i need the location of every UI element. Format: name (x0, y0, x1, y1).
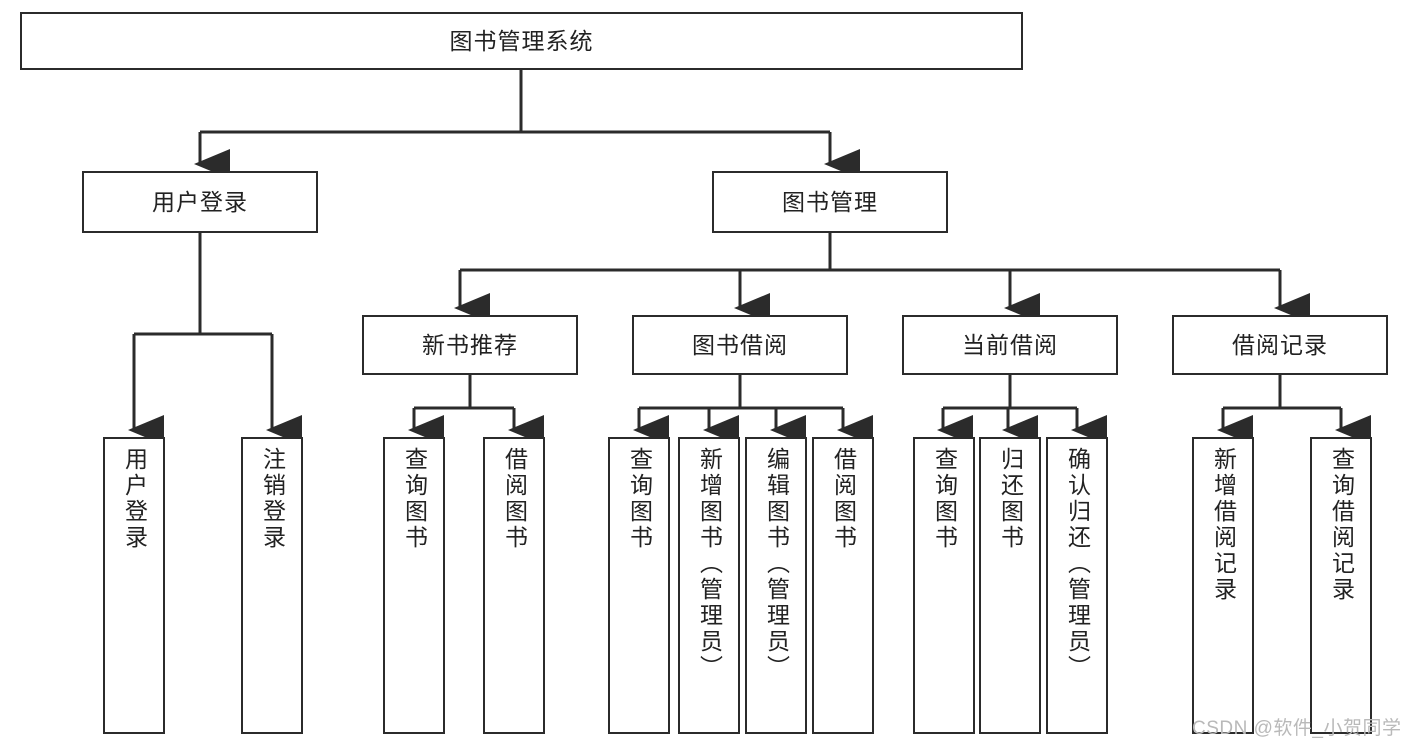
node-label: 查询图书 (626, 447, 653, 551)
node-book-management[interactable]: 图书管理 (712, 171, 948, 233)
node-label: 用户登录 (121, 447, 148, 551)
node-leaf-add-book[interactable]: 新增图书（管理员） (678, 437, 740, 734)
node-label: 查询图书 (401, 447, 428, 551)
node-label: 当前借阅 (962, 331, 1058, 358)
node-label: 新增图书（管理员） (696, 447, 723, 681)
node-label: 借阅记录 (1232, 331, 1328, 358)
node-label: 借阅图书 (830, 447, 857, 551)
node-label: 查询图书 (931, 447, 958, 551)
node-borrow-record[interactable]: 借阅记录 (1172, 315, 1388, 375)
node-label: 用户登录 (152, 188, 248, 215)
node-label: 查询借阅记录 (1328, 447, 1355, 603)
node-label: 注销登录 (259, 447, 286, 551)
node-book-borrow[interactable]: 图书借阅 (632, 315, 848, 375)
node-label: 新增借阅记录 (1210, 447, 1237, 603)
node-label: 图书管理系统 (449, 27, 594, 54)
node-leaf-query-book-2[interactable]: 查询图书 (608, 437, 670, 734)
node-leaf-edit-book[interactable]: 编辑图书（管理员） (745, 437, 807, 734)
node-label: 图书管理 (782, 188, 878, 215)
node-current-borrow[interactable]: 当前借阅 (902, 315, 1118, 375)
node-leaf-query-book-3[interactable]: 查询图书 (913, 437, 975, 734)
node-label: 归还图书 (997, 447, 1024, 551)
node-leaf-borrow-book-1[interactable]: 借阅图书 (483, 437, 545, 734)
node-leaf-borrow-book-2[interactable]: 借阅图书 (812, 437, 874, 734)
node-label: 借阅图书 (501, 447, 528, 551)
node-leaf-query-record[interactable]: 查询借阅记录 (1310, 437, 1372, 734)
node-label: 新书推荐 (422, 331, 518, 358)
node-label: 确认归还（管理员） (1064, 447, 1091, 681)
node-leaf-confirm-return[interactable]: 确认归还（管理员） (1046, 437, 1108, 734)
node-new-book-recommend[interactable]: 新书推荐 (362, 315, 578, 375)
node-leaf-query-book-1[interactable]: 查询图书 (383, 437, 445, 734)
node-label: 图书借阅 (692, 331, 788, 358)
node-user-login[interactable]: 用户登录 (82, 171, 318, 233)
node-label: 编辑图书（管理员） (763, 447, 790, 681)
node-leaf-user-login[interactable]: 用户登录 (103, 437, 165, 734)
node-leaf-logout-login[interactable]: 注销登录 (241, 437, 303, 734)
node-leaf-return-book[interactable]: 归还图书 (979, 437, 1041, 734)
csdn-watermark: CSDN @软件_小贺同学 (1192, 718, 1402, 739)
node-root-book-management-system[interactable]: 图书管理系统 (20, 12, 1023, 70)
node-leaf-add-record[interactable]: 新增借阅记录 (1192, 437, 1254, 734)
